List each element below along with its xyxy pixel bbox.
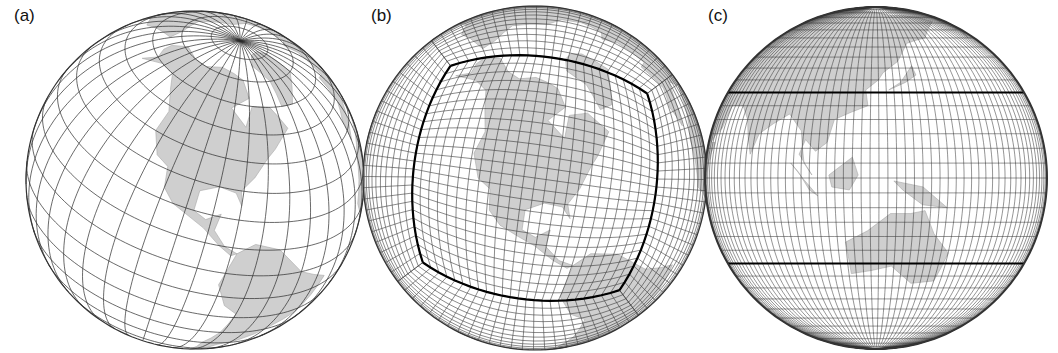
globe-cube [363, 6, 707, 350]
fine-latlon-grid [705, 7, 1047, 349]
panel-label: (a) [12, 6, 37, 26]
cube-face-outline [412, 55, 658, 301]
globe-disc [26, 11, 364, 349]
globe-outline [363, 6, 707, 350]
panel-label: (b) [369, 6, 394, 26]
panel-label: (c) [706, 6, 730, 26]
globe-latlon [26, 11, 364, 349]
continent-shape [791, 163, 818, 196]
cubed-sphere-grid [363, 6, 707, 350]
continent-shape [582, 19, 682, 126]
globe-disc [363, 6, 707, 350]
band-boundary [728, 92, 1024, 263]
globe-outline [26, 11, 364, 349]
continent-shape [846, 211, 948, 284]
globe-outline [705, 7, 1047, 349]
globe-disc [705, 7, 1047, 349]
continent-shape [251, 52, 292, 107]
latlon-grid [26, 11, 364, 349]
globe-band [705, 7, 1047, 349]
continent-shape [265, 29, 352, 140]
